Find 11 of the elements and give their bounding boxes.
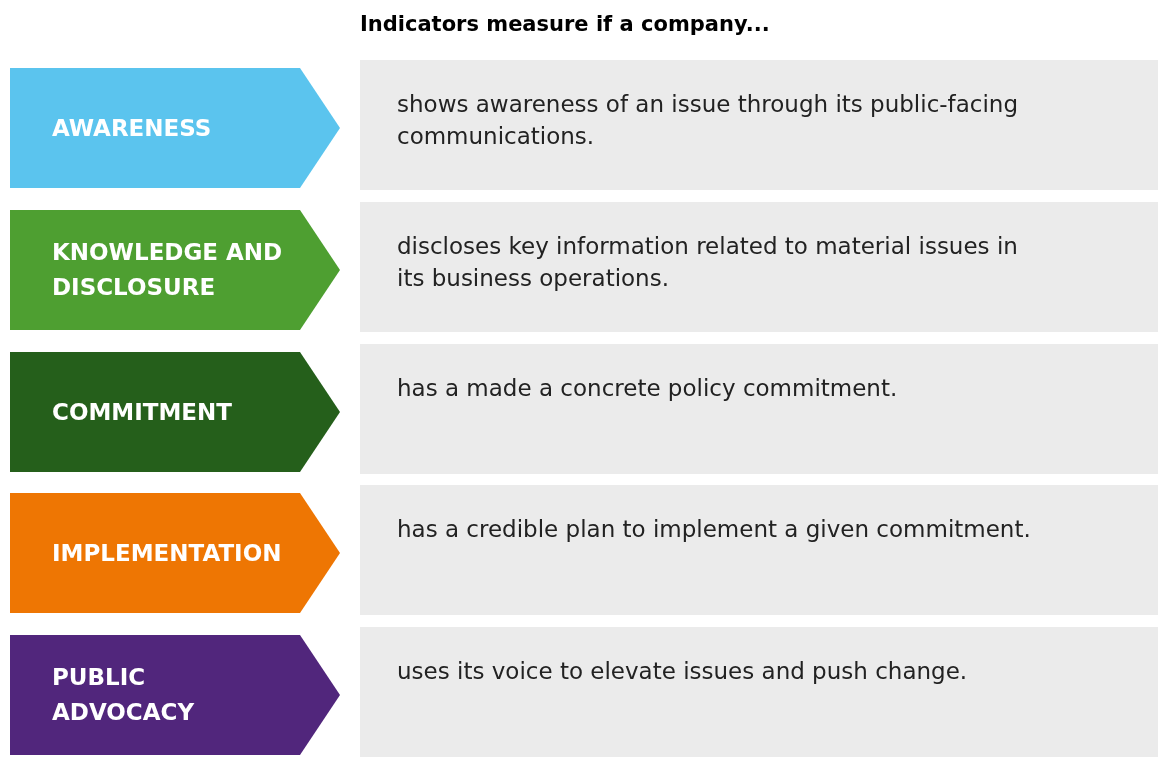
description-text: shows awareness of an issue through its public-facing communications.	[397, 90, 1019, 151]
description-text: uses its voice to elevate issues and push change.	[397, 657, 969, 686]
description-text: has a credible plan to implement a given commitment.	[397, 515, 1032, 544]
heading: Indicators measure if a company...	[360, 12, 770, 36]
stage-label: IMPLEMENTATION	[52, 538, 283, 568]
description-text: has a made a concrete policy commitment.	[397, 374, 899, 403]
stage-label: COMMITMENT	[52, 397, 233, 427]
stage-label: AWARENESS	[52, 113, 213, 143]
stage-label: PUBLIC ADVOCACY	[52, 663, 196, 727]
description-text: discloses key information related to material issues in its business operations.	[397, 232, 1019, 293]
stage-label: KNOWLEDGE AND DISCLOSURE	[52, 238, 284, 302]
